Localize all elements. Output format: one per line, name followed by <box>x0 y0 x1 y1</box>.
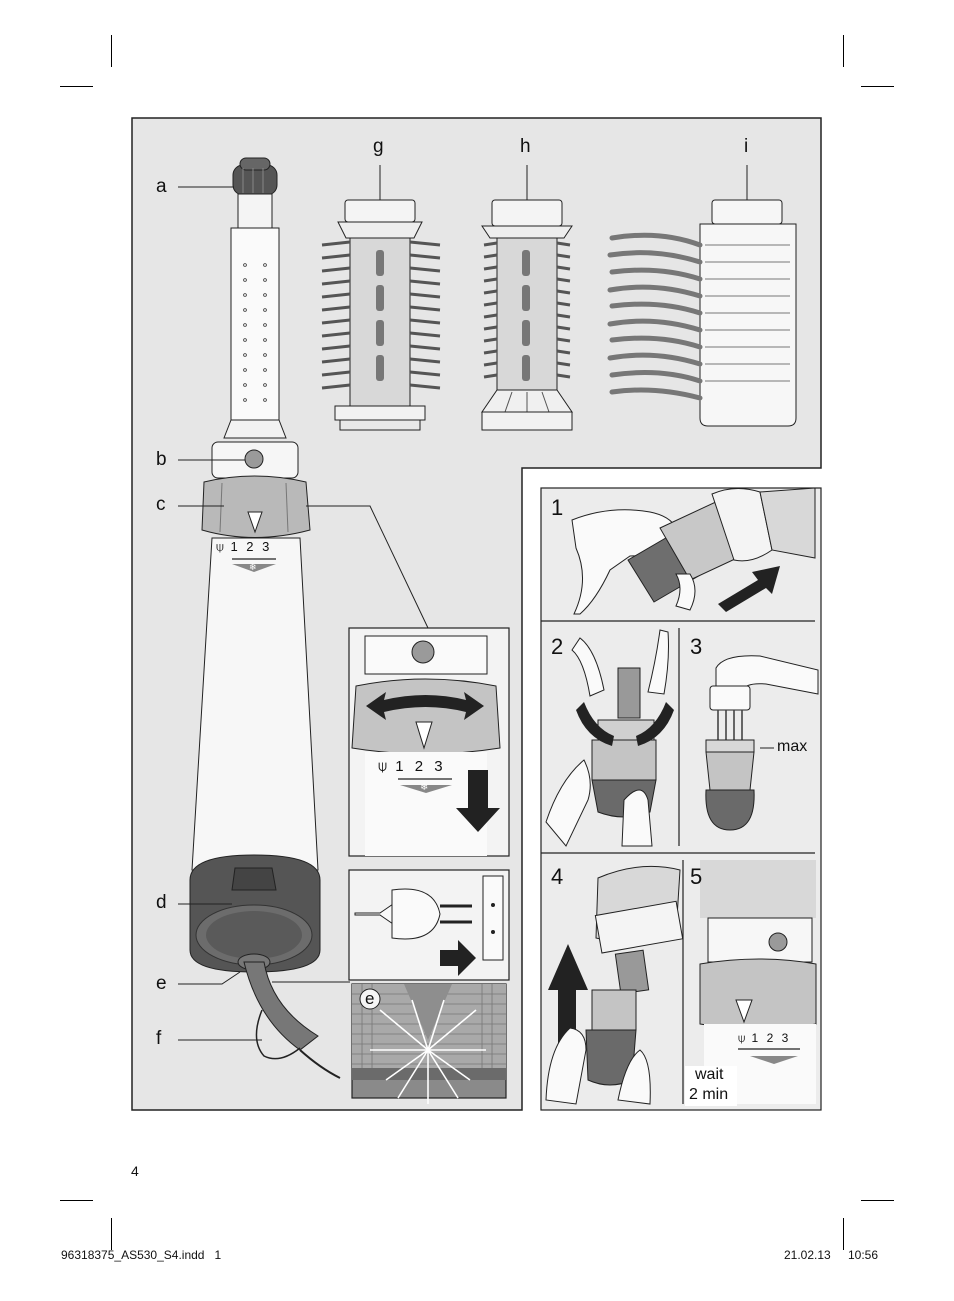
snowflake-icon: ❄ <box>420 782 429 793</box>
max-label: max <box>777 738 808 755</box>
speed-2: 2 <box>766 1031 774 1045</box>
label-a: a <box>156 176 167 197</box>
speed-3: 3 <box>262 539 270 554</box>
label-i: i <box>744 136 749 157</box>
speed-3: 3 <box>781 1031 789 1045</box>
crop-mark <box>111 35 112 67</box>
speed-2: 2 <box>414 758 424 775</box>
footer-time: 10:56 <box>848 1248 879 1262</box>
crop-mark <box>843 35 844 67</box>
inset-speed-scale: ⍦ 1 2 3 <box>378 758 443 775</box>
label-c: c <box>156 494 166 515</box>
label-f: f <box>156 1028 162 1049</box>
page-number: 4 <box>131 1163 139 1179</box>
step5-speed-scale: ⍦ 1 2 3 <box>738 1031 788 1046</box>
fan-icon: ⍦ <box>738 1031 746 1045</box>
speed-1: 1 <box>751 1031 759 1045</box>
label-d: d <box>156 892 167 913</box>
wait-time-label: 2 min <box>689 1086 729 1103</box>
fan-icon: ⍦ <box>378 758 388 775</box>
step-number-2: 2 <box>551 634 564 659</box>
speed-1: 1 <box>395 758 404 775</box>
crop-mark <box>111 1218 112 1250</box>
step-number-4: 4 <box>551 864 564 889</box>
step-number-3: 3 <box>690 634 703 659</box>
label-g: g <box>373 136 384 157</box>
crop-mark <box>60 1200 93 1201</box>
label-b: b <box>156 449 167 470</box>
crop-mark <box>861 1200 894 1201</box>
speed-2: 2 <box>246 539 254 554</box>
label-h: h <box>520 136 531 157</box>
crop-mark <box>861 86 894 87</box>
crop-mark <box>843 1218 844 1250</box>
step-number-5: 5 <box>690 864 703 889</box>
speed-1: 1 <box>230 539 238 554</box>
snowflake-icon: ❄ <box>249 562 257 572</box>
fan-icon: ⍦ <box>216 539 224 554</box>
speed-3: 3 <box>434 758 443 775</box>
label-e: e <box>156 973 167 994</box>
wait-label: wait <box>695 1066 724 1083</box>
step-number-1: 1 <box>551 495 564 520</box>
crop-mark <box>60 86 93 87</box>
speed-scale: ⍦ 1 2 3 <box>216 539 269 555</box>
footer-file-name: 96318375_AS530_S4.indd 1 <box>61 1248 222 1262</box>
footer-date: 21.02.13 <box>784 1248 831 1262</box>
filter-label-e: e <box>365 989 375 1008</box>
